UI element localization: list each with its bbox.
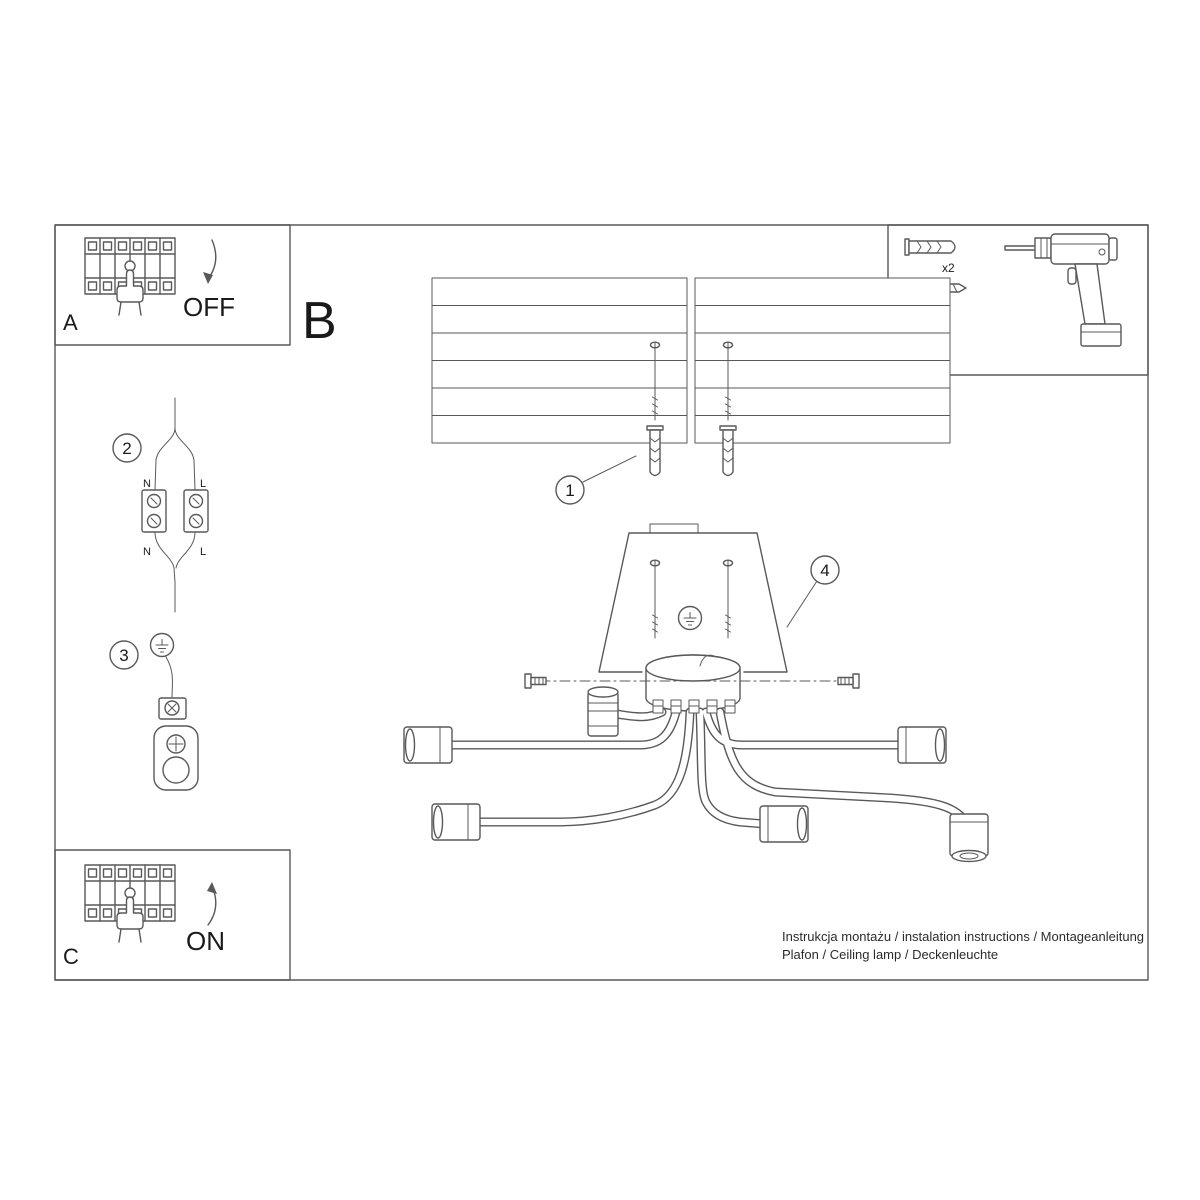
canopy-nuts bbox=[652, 699, 736, 714]
ground-wire bbox=[165, 656, 173, 699]
socket-upper-left bbox=[403, 726, 453, 764]
drill-icon bbox=[1004, 233, 1122, 347]
socket-lower-center bbox=[759, 805, 809, 843]
panel-a-letter: A bbox=[63, 310, 78, 335]
main-border bbox=[54, 224, 1149, 981]
wire-label-n-top: N bbox=[143, 478, 151, 490]
ceiling-dowel-left bbox=[646, 425, 664, 477]
step-4-number: 4 bbox=[820, 561, 829, 580]
section-b-letter: B bbox=[302, 292, 337, 350]
step-1-number: 1 bbox=[565, 481, 574, 500]
step-3-badge: 3 bbox=[109, 640, 139, 670]
wire-bottom bbox=[154, 531, 196, 613]
socket-lower-left bbox=[431, 803, 481, 841]
arrow-down-icon bbox=[207, 239, 217, 280]
step-2-badge: 2 bbox=[112, 433, 142, 463]
wire-top bbox=[154, 397, 196, 491]
panel-c-letter: C bbox=[63, 944, 79, 969]
canopy-screw-left bbox=[649, 559, 661, 639]
step-3-number: 3 bbox=[119, 646, 128, 665]
panel-a-switch-off: OFF A bbox=[54, 224, 291, 346]
off-label: OFF bbox=[183, 292, 235, 322]
step-2-number: 2 bbox=[122, 439, 131, 458]
footer-line-1: Instrukcja montażu / instalation instruc… bbox=[782, 929, 1144, 944]
wire-label-n-bottom: N bbox=[143, 546, 151, 558]
lamp-holder-base bbox=[153, 725, 199, 791]
arrow-down-head bbox=[203, 272, 213, 284]
lamp-sockets bbox=[403, 686, 989, 863]
ceiling-dowel-right bbox=[719, 425, 737, 477]
socket-uplight bbox=[587, 686, 619, 737]
on-label: ON bbox=[186, 926, 225, 956]
wire-label-l-top: L bbox=[200, 478, 206, 490]
canopy-base bbox=[645, 654, 741, 712]
canopy-screw-right bbox=[722, 559, 734, 639]
socket-far-right bbox=[949, 813, 989, 863]
kit-wall-plug bbox=[904, 238, 956, 256]
wire-label-l-bottom: L bbox=[200, 546, 206, 558]
lamp-arms bbox=[447, 707, 969, 829]
footer-line-2: Plafon / Ceiling lamp / Deckenleuchte bbox=[782, 947, 998, 962]
terminal-blocks bbox=[141, 489, 209, 533]
step-ceiling: 1 bbox=[555, 455, 637, 505]
leader-line-1 bbox=[582, 455, 637, 483]
set-screw-left bbox=[524, 673, 547, 689]
socket-upper-right bbox=[897, 726, 947, 764]
panel-a-border bbox=[54, 224, 291, 346]
panel-c-border bbox=[54, 849, 291, 981]
step-1-badge: 1 bbox=[555, 475, 585, 505]
panel-c-switch-on: ON C bbox=[54, 849, 291, 981]
canopy-ground-symbol bbox=[677, 605, 703, 631]
dowel-count-label: x2 bbox=[942, 261, 955, 275]
footer: Instrukcja montażu / instalation instruc… bbox=[782, 929, 1144, 962]
ceiling-planks bbox=[431, 277, 951, 444]
set-screw-right bbox=[837, 673, 860, 689]
step-4-badge: 4 bbox=[810, 555, 840, 585]
leader-line-4 bbox=[786, 580, 818, 628]
step-canopy: 4 bbox=[786, 555, 840, 628]
junction-box bbox=[649, 523, 699, 534]
step-wiring: 2 N L N L bbox=[112, 397, 209, 613]
step-ground: 3 bbox=[109, 632, 199, 791]
ground-terminal bbox=[158, 697, 187, 720]
canopy-cone bbox=[598, 523, 788, 673]
arrow-up-head bbox=[207, 882, 217, 894]
